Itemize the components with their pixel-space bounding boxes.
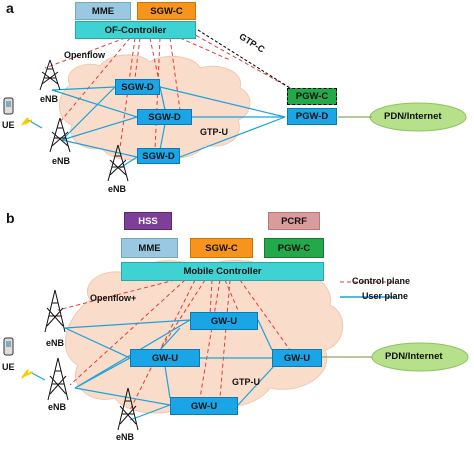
mme-box-b: MME bbox=[121, 238, 178, 258]
core-network-cloud-b bbox=[65, 259, 344, 414]
gtpu-label-a: GTP-U bbox=[200, 127, 228, 137]
pdn-label-b: PDN/Internet bbox=[385, 351, 443, 362]
sgwd-box-1: SGW-D bbox=[115, 79, 160, 95]
openflow-plus-label: Openflow+ bbox=[90, 293, 137, 303]
panel-label-b: b bbox=[6, 210, 15, 226]
user-links-b bbox=[29, 319, 276, 421]
hss-box: HSS bbox=[124, 212, 172, 230]
enb-label-a2: eNB bbox=[52, 156, 71, 166]
enb-label-a1: eNB bbox=[40, 94, 59, 104]
lightning-icon bbox=[21, 369, 34, 379]
pgwd-box: PGW-D bbox=[287, 108, 337, 125]
sgwc-box-b: SGW-C bbox=[190, 238, 253, 258]
tower-icons-a bbox=[39, 59, 129, 182]
tower-icons-b bbox=[44, 289, 139, 431]
sgwc-box-a: SGW-C bbox=[137, 2, 196, 20]
mobile-controller-box: Mobile Controller bbox=[121, 262, 324, 281]
legend-control-label: Control plane bbox=[352, 276, 410, 286]
pcrf-box: PCRF bbox=[268, 212, 320, 230]
enb-label-b1: eNB bbox=[46, 338, 65, 348]
pgwc-box-a: PGW-C bbox=[287, 88, 337, 105]
sgwd-box-3: SGW-D bbox=[137, 148, 180, 164]
legend-user-label: User plane bbox=[362, 291, 409, 301]
gtpu-label-b: GTP-U bbox=[232, 377, 260, 387]
sgwd-box-2: SGW-D bbox=[137, 109, 192, 125]
core-network-cloud-a bbox=[58, 54, 251, 161]
panel-label-a: a bbox=[6, 0, 14, 16]
ue-label-a: UE bbox=[2, 120, 15, 130]
mme-box-a: MME bbox=[75, 2, 131, 20]
pdn-label-a: PDN/Internet bbox=[384, 111, 442, 122]
gwu-box-3: GW-U bbox=[272, 349, 322, 367]
enb-label-b3: eNB bbox=[116, 432, 135, 442]
user-links-a bbox=[27, 86, 286, 169]
openflow-label: Openflow bbox=[64, 50, 105, 60]
gwu-box-1: GW-U bbox=[190, 312, 258, 330]
ue-label-b: UE bbox=[2, 362, 15, 372]
control-links-b bbox=[57, 279, 291, 411]
of-controller-box: OF-Controller bbox=[75, 21, 196, 39]
enb-label-b2: eNB bbox=[48, 402, 67, 412]
pgwc-box-b: PGW-C bbox=[264, 238, 324, 258]
lightning-icon bbox=[21, 117, 33, 126]
enb-label-a3: eNB bbox=[108, 184, 127, 194]
gwu-box-4: GW-U bbox=[170, 397, 238, 415]
gwu-box-2: GW-U bbox=[130, 349, 200, 367]
